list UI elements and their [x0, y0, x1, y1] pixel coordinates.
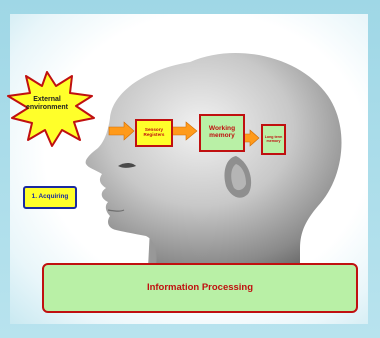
long-term-memory-box: Long term memory — [261, 124, 286, 155]
acquiring-step-label: 1. Acquiring — [23, 186, 77, 209]
working-memory-box: Working memory — [199, 114, 245, 152]
sensory-registers-box: Sensory Registers — [135, 119, 173, 147]
arrow-to-sensory-icon — [108, 121, 135, 141]
arrow-to-working-icon — [171, 121, 198, 141]
information-processing-caption: Information Processing — [42, 263, 358, 313]
external-environment-label: External environment — [25, 96, 68, 111]
arrow-to-longterm-icon — [243, 129, 260, 147]
